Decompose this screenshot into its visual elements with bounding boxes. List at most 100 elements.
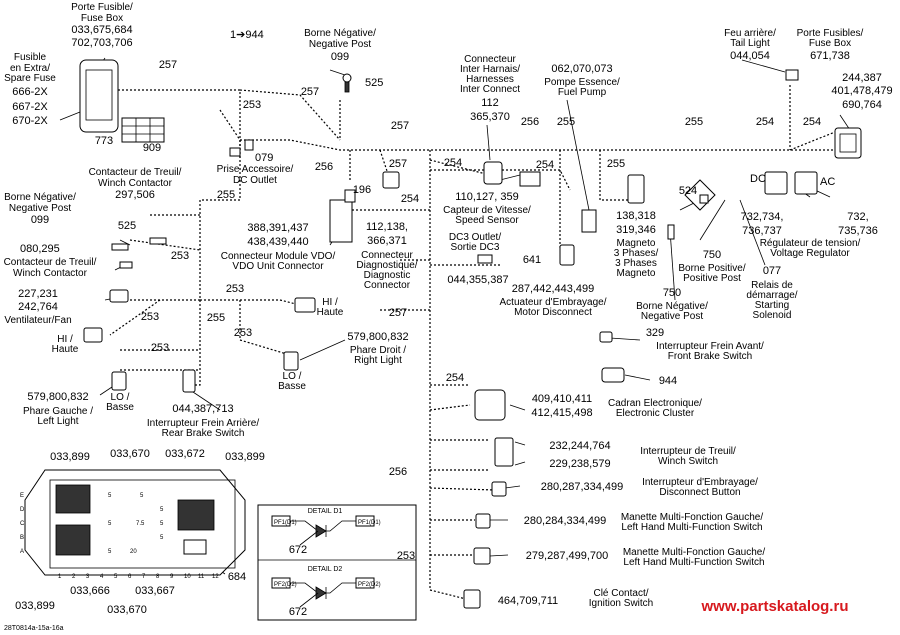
col-number-3: 4 — [100, 574, 104, 580]
headlight-right-hi — [294, 297, 316, 313]
rear-brake-switch — [182, 369, 196, 393]
cle-2: Ignition Switch — [589, 598, 653, 609]
num-254-c: 254 — [536, 159, 554, 171]
int-embrayage-0: 280,287,334,499 — [541, 481, 624, 493]
dc3-outlet — [477, 254, 493, 264]
contacteur-treuil-0: Contacteur de Treuil/ — [89, 167, 182, 178]
contacteur-treuil-1: Winch Contactor — [98, 178, 173, 189]
tail-light-connector — [785, 69, 799, 81]
harness-255-d: 255 — [685, 116, 703, 128]
module-vdo-3: VDO Unit Connector — [232, 261, 324, 272]
row-letter-1: D — [20, 507, 25, 513]
prise-acc-2: DC Outlet — [233, 175, 277, 186]
diag-5: Connector — [364, 280, 411, 291]
right-num-0: 244,387 — [842, 72, 882, 84]
dc3-3: 641 — [523, 254, 541, 266]
int-treuil-1: 229,238,579 — [549, 458, 610, 470]
module-vdo-1: 438,439,440 — [247, 236, 308, 248]
regulateur-3: 735,736 — [838, 225, 878, 237]
contacteur-treuil-2: 297,506 — [115, 189, 155, 201]
int-embrayage-1: Interrupteur d'Embrayage/ — [642, 477, 758, 488]
harness-253-d: 253 — [141, 311, 159, 323]
col-number-7: 8 — [156, 574, 160, 580]
contacteur-treuil2-1: Winch Contactor — [13, 268, 88, 279]
capteur-2: Speed Sensor — [455, 215, 519, 226]
harness-257-b: 257 — [301, 86, 319, 98]
connecteur-inter-4: 112 — [481, 97, 499, 109]
contacteur-treuil2-0: Contacteur de Treuil/ — [4, 257, 97, 268]
row-letter-3: B — [20, 535, 24, 541]
harness-253-a: 253 — [243, 99, 261, 111]
right-num-2: 690,764 — [842, 99, 882, 111]
reference-code: 28T0814a-15a-16a — [4, 625, 64, 632]
relais-4: Solenoid — [753, 310, 792, 321]
num-944-mid: 944 — [659, 375, 677, 387]
connector-944 — [601, 367, 625, 383]
col-number-2: 3 — [86, 574, 90, 580]
harness-255-b: 255 — [207, 312, 225, 324]
negative-post-top — [342, 73, 352, 83]
num-909: 909 — [143, 142, 161, 154]
prise-acc-1: Prise Accessoire/ — [217, 164, 294, 175]
prise-acc-0: 079 — [255, 152, 273, 164]
headlight-left-hi — [83, 327, 103, 343]
porte-fusibles-right-1: Fuse Box — [809, 38, 851, 49]
relais-0: 077 — [763, 265, 781, 277]
fuse-cell-3: 5 — [108, 521, 112, 527]
borne-pos-2: Positive Post — [683, 273, 741, 284]
mfs-connector-2 — [473, 547, 491, 565]
num-080: 080,295 — [20, 243, 60, 255]
manette-2-0: 279,287,499,700 — [526, 550, 609, 562]
frein-avant-1: Interrupteur Frein Avant/ — [656, 341, 764, 352]
pf-label-0: PF1(D1) — [274, 520, 297, 526]
borne-pos-0: 750 — [703, 249, 721, 261]
col-number-1: 2 — [72, 574, 76, 580]
num-773: 773 — [95, 135, 113, 147]
int-treuil-3: Winch Switch — [658, 456, 718, 467]
vdo-module-connector — [329, 199, 353, 243]
fusebox-left-label-2: 033,675,684 — [71, 24, 132, 36]
harness-253-g: 253 — [397, 550, 415, 562]
regulateur-4: Régulateur de tension/ — [760, 238, 861, 249]
connecteur-inter-5: 365,370 — [470, 111, 510, 123]
magneto-connector — [627, 174, 645, 204]
num-525-top: 525 — [365, 77, 383, 89]
connecteur-inter-2: Harnesses — [466, 74, 514, 85]
diag-4: Diagnostic — [364, 270, 411, 281]
frein-avant-2: Front Brake Switch — [668, 351, 752, 362]
fuse-cell-1: 5 — [140, 493, 144, 499]
hi-haute-r-0: HI / — [322, 297, 338, 308]
frein-arriere-0: 044,387,713 — [172, 403, 233, 415]
dc-label: DC — [750, 173, 766, 185]
diag-0: 112,138, — [366, 221, 408, 233]
fb-bottom-4: 033,899 — [15, 600, 55, 612]
fuse-box-left — [79, 59, 119, 133]
fuel-pump-connector — [581, 209, 597, 233]
harness-253-top-right: 254 — [756, 116, 774, 128]
borne-neg-left-0: Borne Négative/ — [4, 192, 76, 203]
num-672-a: 672 — [289, 544, 307, 556]
ignition-switch-connector — [463, 589, 481, 609]
fuse-cell-2: 5 — [160, 507, 164, 513]
porte-fusibles-right-0: Porte Fusibles/ — [797, 28, 864, 39]
borne-neg-top-1: Negative Post — [309, 39, 371, 50]
relais-2: démarrage/ — [746, 290, 797, 301]
cadran-3: Electronic Cluster — [616, 408, 695, 419]
watermark: www.partskatalog.ru — [701, 598, 849, 615]
pf-label-2: PF2(D2) — [274, 582, 297, 588]
fan-connector — [109, 289, 129, 303]
harness-256-a: 256 — [521, 116, 539, 128]
magneto-4: 3 Phases — [615, 258, 657, 269]
dc3-0: DC3 Outlet/ — [449, 232, 501, 243]
borne-neg-left-2: 099 — [31, 214, 49, 226]
winch-contactor-connector — [149, 237, 167, 245]
int-treuil-0: 232,244,764 — [549, 440, 610, 452]
harness-lines — [109, 85, 850, 601]
fb-bottom-0: 033,899 — [50, 451, 90, 463]
fusebox-left-label-3: 702,703,706 — [71, 37, 132, 49]
col-number-4: 5 — [114, 574, 118, 580]
diag-2: Connecteur — [361, 250, 413, 261]
hi-haute-l-1: Haute — [52, 344, 79, 355]
pf-label-1: PF1(D1) — [358, 520, 381, 526]
regulateur-2: 732, — [847, 211, 868, 223]
